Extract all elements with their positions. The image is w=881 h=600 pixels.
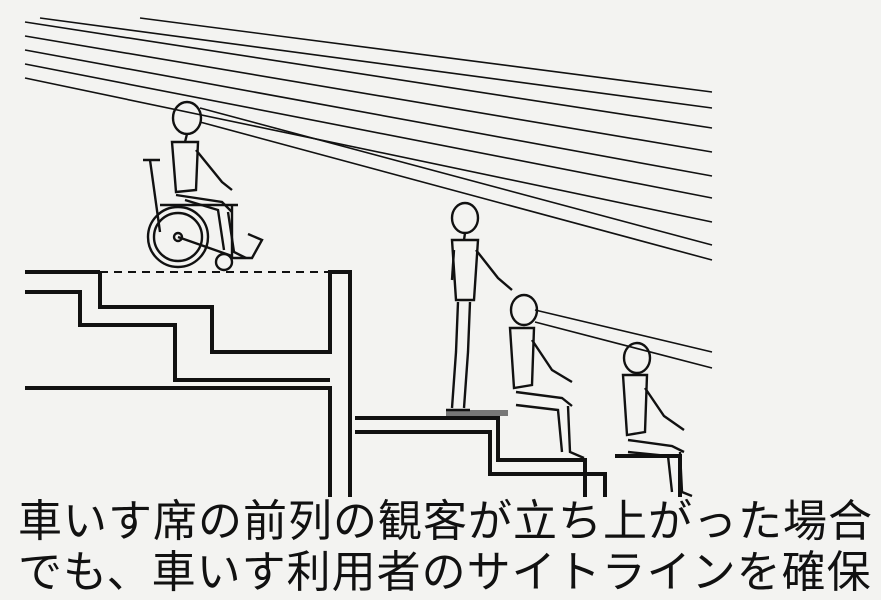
sightlines (24, 17, 713, 369)
wheelchair-user-figure (143, 100, 264, 272)
standing-spectator-figure (446, 201, 513, 412)
standing-spectator-floor-plate (446, 410, 508, 416)
upper-tier-platform (25, 270, 352, 497)
seated-spectator-figure (621, 341, 693, 498)
seated-spectator-figure (508, 293, 585, 460)
caption-line-2: でも、車いす利用者のサイトラインを確保 (18, 547, 872, 598)
caption-line-1: 車いす席の前列の観客が立ち上がった場合 (18, 496, 873, 547)
lower-tier-platform (355, 416, 682, 497)
